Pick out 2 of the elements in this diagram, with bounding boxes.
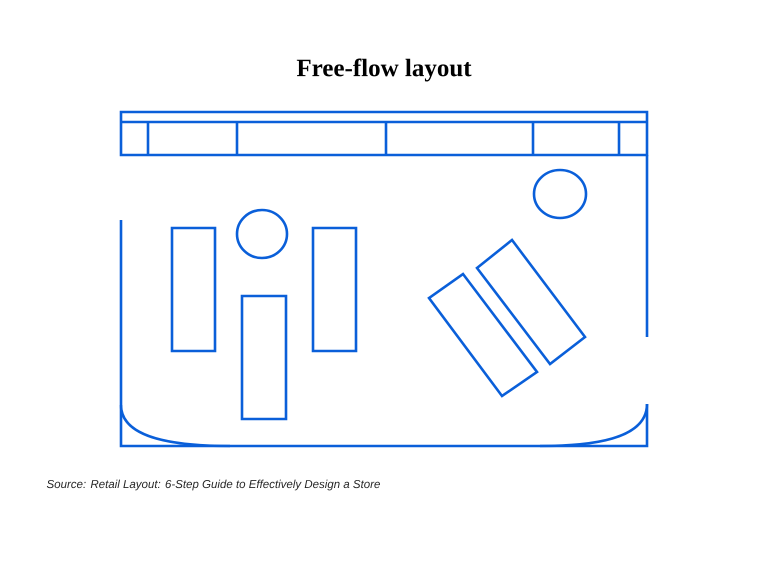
title: Free-flow layout: [296, 58, 472, 82]
source-note: Source: Retail Layout: 6-Step Guide to Effectively Design a Store: [46, 480, 380, 490]
